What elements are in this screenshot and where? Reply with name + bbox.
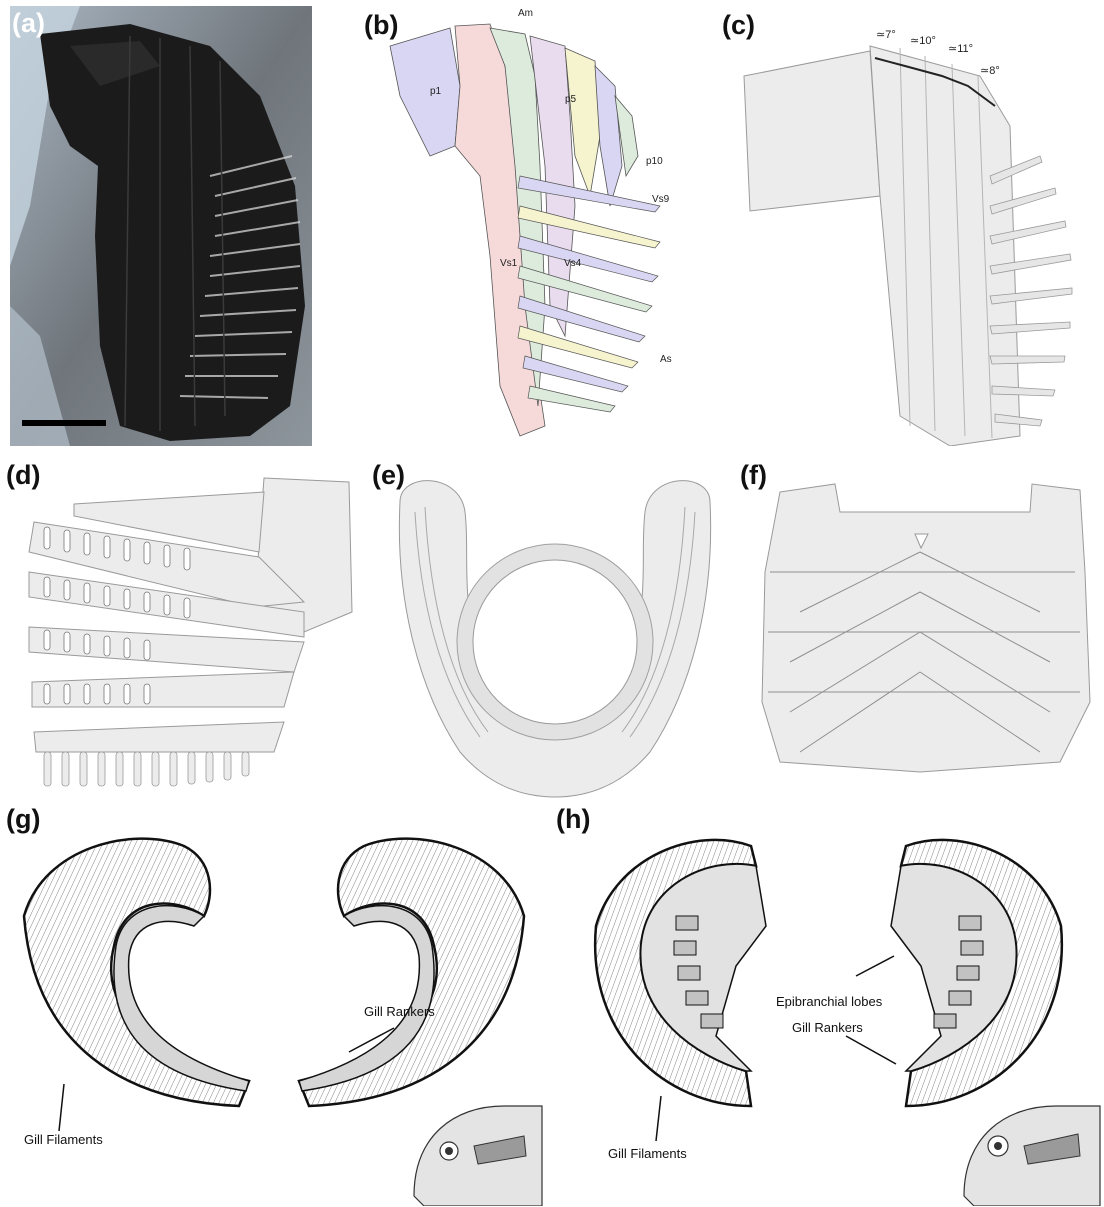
panel-d: (d) [4, 462, 364, 798]
fish-icon [414, 1106, 542, 1206]
interpretive-drawing [360, 6, 680, 446]
panel-label-h: (h) [556, 806, 590, 833]
label-vs4: Vs4 [564, 258, 581, 269]
fish-icon-h [964, 1106, 1100, 1206]
annotation-gill-filaments-h: Gill Filaments [608, 1146, 687, 1161]
panel-label-e: (e) [372, 462, 405, 489]
model-ventral-view [740, 462, 1102, 798]
annotation-gill-rakers-g: Gill Rankers [364, 1004, 435, 1019]
model-anterior-view [370, 462, 740, 798]
panel-c: (c) ≃7° ≃10° ≃11° ≃8° [720, 6, 1100, 446]
annotation-gill-filaments-g: Gill Filaments [24, 1132, 103, 1147]
label-am: Am [518, 8, 533, 19]
model-side-view [720, 6, 1100, 446]
annotation-gill-rakers-h: Gill Rankers [792, 1020, 863, 1035]
gill-filaments-left [24, 839, 249, 1106]
scale-bar [22, 420, 106, 426]
panel-label-a: (a) [12, 10, 45, 37]
fossil-photo [10, 6, 312, 446]
model-lateral-view [4, 462, 364, 798]
gill-filaments-right [299, 839, 524, 1106]
panel-g: (g) Gill Rankers Gill Filaments [4, 806, 544, 1206]
angle-label-2: ≃10° [910, 34, 936, 47]
panel-a: (a) [10, 6, 312, 446]
annotation-epibranchial-lobes: Epibranchial lobes [776, 994, 882, 1009]
label-p1: p1 [430, 86, 441, 97]
panel-label-c: (c) [722, 12, 755, 39]
panel-label-b: (b) [364, 12, 398, 39]
panel-label-d: (d) [6, 462, 40, 489]
panel-h: (h) Epibranchial lobes Gill Rankers Gill… [556, 806, 1102, 1206]
panel-label-f: (f) [740, 462, 767, 489]
angle-label-3: ≃11° [948, 42, 973, 55]
panel-e: (e) [370, 462, 740, 798]
label-p5: p5 [565, 94, 576, 105]
angle-label-1: ≃7° [876, 28, 896, 41]
angle-label-4: ≃8° [980, 64, 1000, 77]
label-vs9: Vs9 [652, 194, 669, 205]
label-vs1: Vs1 [500, 258, 517, 269]
label-p10: p10 [646, 156, 663, 167]
panel-f: (f) [740, 462, 1102, 798]
panel-label-g: (g) [6, 806, 40, 833]
panel-b: (b) Am p1 p5 p10 Vs9 Vs1 Vs4 As [360, 6, 680, 446]
label-as: As [660, 354, 672, 365]
